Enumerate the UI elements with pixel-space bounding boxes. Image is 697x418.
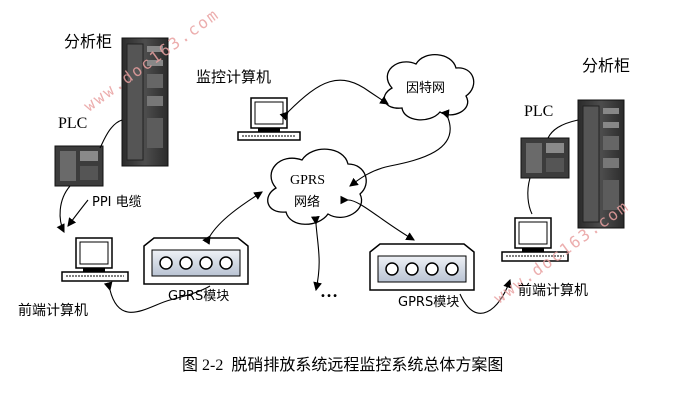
monitor-computer-label: 监控计算机 [196,68,272,86]
plc-left-label: PLC [58,115,88,132]
cabinet-left [121,37,169,167]
cabinet-right [577,99,625,229]
cabinet-left-label: 分析柜 [64,32,113,51]
link-monitor-internet [279,79,389,121]
plc-right-label: PLC [524,103,554,120]
ppi-cable-label: PPI 电缆 [92,195,142,210]
link-gprs-module-right [340,195,415,241]
internet-cloud [383,54,475,121]
link-cabinet-plc-right [547,119,579,139]
ellipsis-label: … [320,281,338,301]
front-computer-right-label: 前端计算机 [518,283,588,299]
front-computer-left-label: 前端计算机 [18,303,88,319]
cabinet-right-label: 分析柜 [582,56,631,75]
figure-caption: 图 2-2 脱硝排放系统远程监控系统总体方案图 [182,357,504,374]
link-cabinet-plc-left [99,119,123,149]
internet-label: 因特网 [406,81,446,96]
connections [56,79,579,314]
monitor-computer [237,97,301,141]
gprs-module-left [143,237,249,285]
gprs-network-label-1: GPRS [290,173,326,188]
link-gprs-down [310,215,322,292]
link-ppi-arrow [67,199,89,227]
plc-device-left [54,145,104,187]
link-front-module-left [103,281,211,313]
gprs-module-left-label: GPRS模块 [168,289,230,304]
gprs-module-right [369,243,475,291]
front-computer-left [61,237,129,282]
link-module-front-right [459,278,512,314]
link-plc-front-right [527,177,533,215]
front-computer-right [501,217,569,262]
link-plc-front-left [56,185,71,233]
link-module-gprs-left [202,191,263,245]
gprs-network-label-2: 网络 [294,195,321,210]
link-internet-gprs [349,109,451,187]
gprs-module-right-label: GPRS模块 [398,295,460,310]
plc-device-right [520,137,570,179]
